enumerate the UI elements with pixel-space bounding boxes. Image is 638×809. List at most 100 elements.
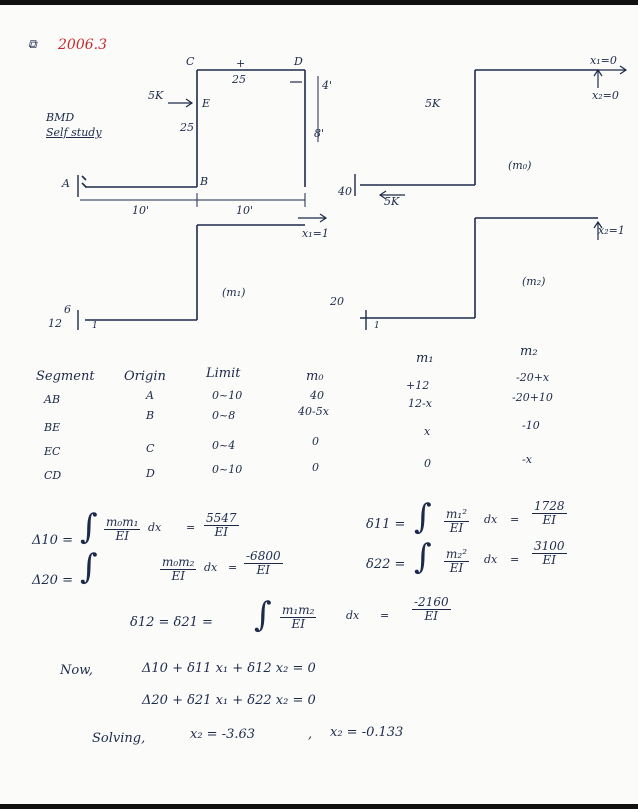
dx-1: dx	[148, 521, 162, 534]
m0-x1-eq-0: x₁=0	[590, 54, 617, 67]
row-cd-m2: -x	[522, 453, 532, 466]
dx-4: dx	[484, 553, 498, 566]
m2-title: (m₂)	[522, 275, 546, 288]
m2-unit-1: 1	[374, 321, 380, 331]
equals-4: =	[510, 553, 520, 566]
row-cd-origin: D	[146, 467, 155, 480]
dimension-10ft-right: 10'	[236, 204, 254, 217]
row-be-limit: 0~8	[212, 409, 236, 422]
row-be-segment: BE	[44, 421, 61, 434]
scan-bottom-edge	[0, 804, 638, 809]
bookmark-icon: ⧉	[28, 37, 37, 51]
solving-label: Solving,	[92, 731, 146, 746]
m1-moment-12: 12	[48, 317, 62, 330]
m1-frame	[77, 224, 305, 330]
d12-label: δ12 = δ21 =	[130, 615, 213, 630]
dx-5: dx	[346, 609, 360, 622]
integral-sign: ∫	[254, 595, 272, 635]
m2-x2-eq-1: x₂=1	[598, 224, 625, 237]
m2-moment-20: 20	[330, 295, 344, 308]
equals-2: =	[510, 513, 520, 526]
equals-5: =	[380, 609, 390, 622]
node-b-label: B	[200, 175, 209, 188]
row-ab-m2: -20+x	[516, 371, 550, 384]
header-origin: Origin	[124, 369, 166, 384]
result-x-first: x₂ = -3.63	[190, 727, 256, 742]
result-comma: ,	[308, 727, 313, 742]
row-be-origin: B	[146, 409, 155, 422]
plus-sign: +	[236, 57, 246, 70]
m1-moment-6: 6	[64, 303, 71, 316]
result-x-second: x₂ = -0.133	[330, 725, 404, 740]
row-cd-segment: CD	[44, 469, 62, 482]
row-ab-limit: 0~10	[212, 389, 243, 402]
load-5k-label: 5K	[148, 89, 164, 102]
header-m1: m₁	[416, 351, 434, 366]
header-limit: Limit	[206, 366, 241, 381]
m0-load-5k-bottom: 5K	[384, 195, 400, 208]
equals-1: =	[186, 521, 196, 534]
row-ec-m2: -10	[522, 419, 540, 432]
row-be-m0: 40-5x	[298, 405, 329, 418]
node-d-label: D	[294, 55, 303, 68]
dimension-4ft: 4'	[322, 79, 333, 92]
x1-unit-load-label: x₁=1	[302, 227, 329, 240]
row-ab-segment: AB	[44, 393, 61, 406]
now-label: Now,	[60, 663, 93, 678]
dx-2: dx	[484, 513, 498, 526]
row-ec-m1: x	[424, 425, 431, 438]
row-ec-m0: 0	[312, 435, 319, 448]
row-ab-m1-alt: 12-x	[408, 397, 432, 410]
row-ab-m0: 40	[310, 389, 324, 402]
compatibility-eq-1: Δ10 + δ11 x₁ + δ12 x₂ = 0	[142, 661, 316, 676]
row-cd-m0: 0	[312, 461, 319, 474]
row-ec-origin: C	[146, 442, 155, 455]
node-e-label: E	[202, 97, 211, 110]
integral-sign: ∫	[80, 507, 98, 547]
self-study-label: Self study	[46, 126, 102, 139]
m0-load-5k-top: 5K	[425, 97, 441, 110]
row-cd-m1: 0	[424, 457, 431, 470]
header-m2: m₂	[520, 344, 538, 359]
delta10-label: Δ10 =	[32, 533, 73, 548]
m2-frame	[360, 217, 603, 330]
row-ab-m1: +12	[406, 379, 430, 392]
node-a-label: A	[62, 177, 70, 190]
node-c-label: C	[186, 55, 195, 68]
m0-x2-eq-0: x₂=0	[592, 89, 619, 102]
m0-title: (m₀)	[508, 159, 532, 172]
m1-unit-1: 1	[92, 321, 98, 331]
scan-top-edge	[0, 0, 638, 5]
integral-sign: ∫	[414, 497, 432, 537]
d22-label: δ22 =	[366, 557, 406, 572]
original-frame	[77, 69, 328, 223]
moment-25-top: 25	[232, 73, 246, 86]
row-ab-origin: A	[146, 389, 154, 402]
row-cd-limit: 0~10	[212, 463, 243, 476]
equals-3: =	[228, 561, 238, 574]
bmd-label: BMD	[46, 111, 75, 124]
row-ec-limit: 0~4	[212, 439, 236, 452]
header-segment: Segment	[36, 369, 95, 384]
row-ab-m2-alt: -20+10	[512, 391, 553, 404]
row-ec-segment: EC	[44, 445, 61, 458]
m0-moment-40: 40	[338, 185, 352, 198]
moment-25-side: 25	[180, 121, 194, 134]
dx-3: dx	[204, 561, 218, 574]
d11-label: δ11 =	[366, 517, 406, 532]
header-m0: m₀	[306, 369, 324, 384]
problem-number: 2006.3	[58, 37, 107, 53]
compatibility-eq-2: Δ20 + δ21 x₁ + δ22 x₂ = 0	[142, 693, 316, 708]
